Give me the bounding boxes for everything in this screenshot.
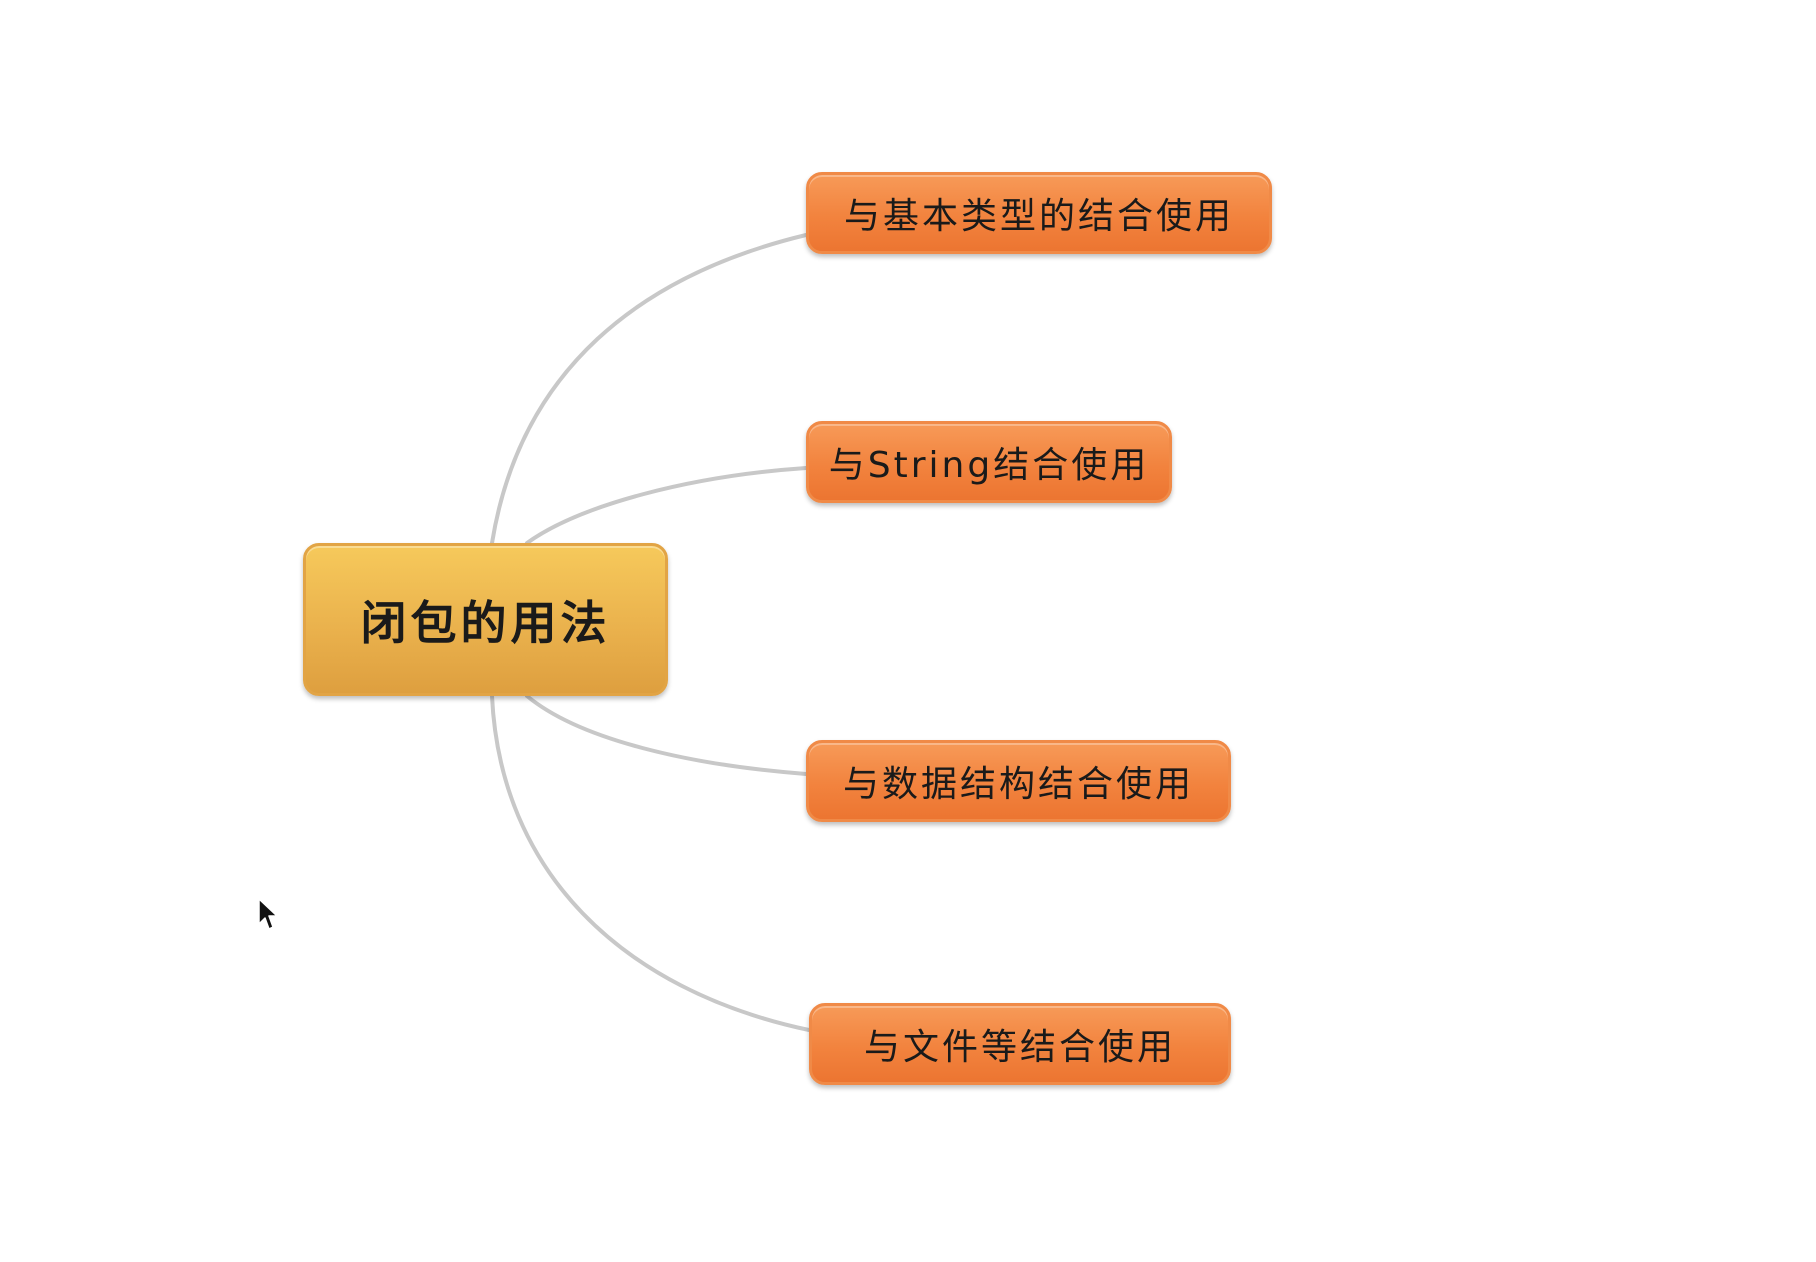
branch-topic-label: 与数据结构结合使用 <box>842 764 1194 805</box>
branch-topic-string[interactable]: 与String结合使用 <box>806 421 1172 503</box>
connector-branch-2 <box>525 466 808 545</box>
branch-topic-basic-types[interactable]: 与基本类型的结合使用 <box>806 172 1272 254</box>
branch-topic-label: 与基本类型的结合使用 <box>843 196 1234 237</box>
branch-topic-data-structures[interactable]: 与数据结构结合使用 <box>806 740 1231 822</box>
mouse-pointer-icon <box>258 898 278 930</box>
branch-topic-label: 与String结合使用 <box>828 445 1150 486</box>
root-topic[interactable]: 闭包的用法 <box>303 543 668 696</box>
connector-branch-4 <box>490 694 811 1032</box>
branch-topic-label: 与文件等结合使用 <box>863 1027 1176 1068</box>
connector-branch-1 <box>490 233 808 545</box>
connector-branch-3 <box>525 694 808 776</box>
root-topic-label: 闭包的用法 <box>360 595 611 650</box>
branch-topic-files[interactable]: 与文件等结合使用 <box>809 1003 1231 1085</box>
